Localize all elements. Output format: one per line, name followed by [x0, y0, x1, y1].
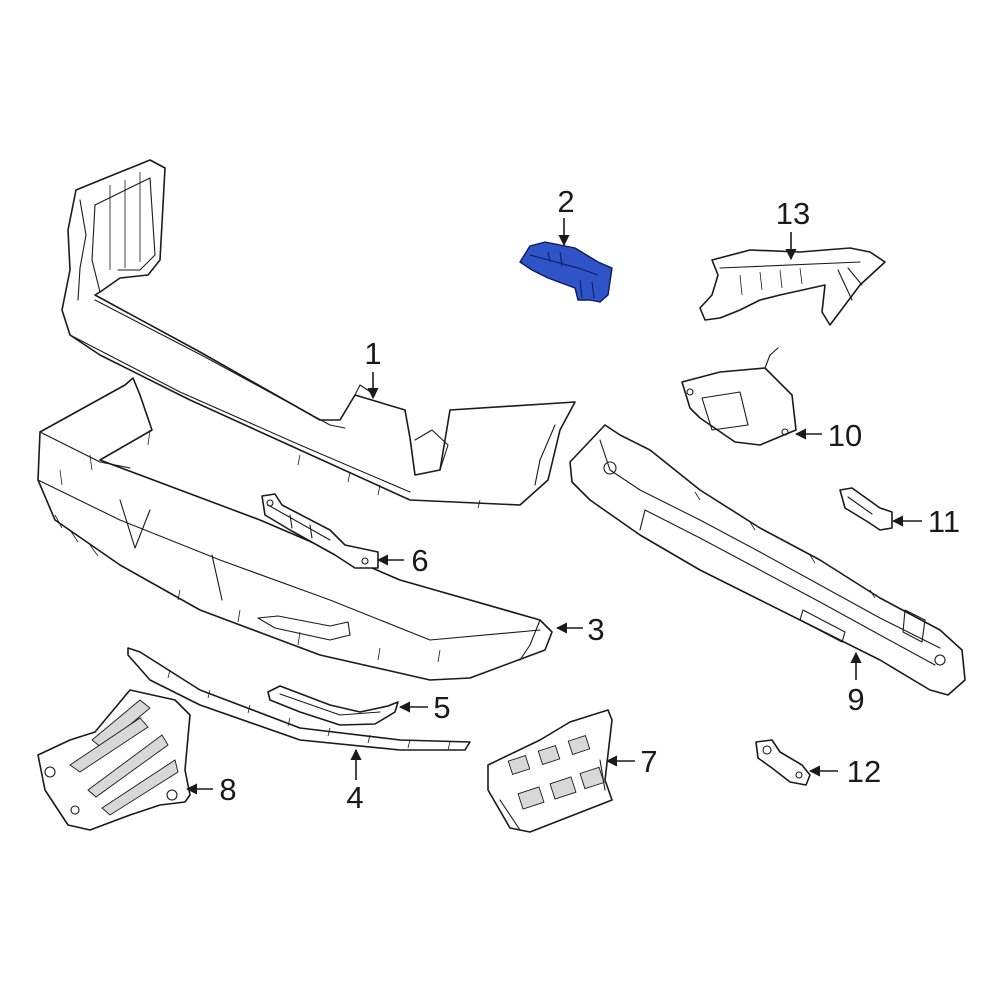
callout-4: 4 [346, 780, 363, 815]
part-4-trim-strip[interactable] [127, 647, 471, 751]
part-13-upper-bracket[interactable] [699, 247, 886, 326]
callout-1: 1 [364, 336, 381, 371]
callout-8: 8 [219, 772, 236, 807]
callout-10: 10 [828, 418, 862, 453]
part-2-highlighted-bracket[interactable] [519, 241, 613, 303]
callout-12: 12 [847, 754, 881, 789]
callout-6: 6 [411, 543, 428, 578]
part-10-absorber[interactable] [681, 347, 797, 446]
part-8-undershield[interactable] [37, 689, 191, 831]
part-9-reinforcement-beam[interactable] [569, 424, 966, 696]
callout-leaders [185, 218, 922, 795]
part-5-reflector-strip[interactable] [267, 685, 399, 726]
callout-3: 3 [587, 612, 604, 647]
part-11-clip[interactable] [839, 487, 893, 531]
callout-9: 9 [847, 682, 864, 717]
callout-13: 13 [776, 196, 810, 231]
part-1-bumper-cover[interactable] [61, 159, 576, 509]
callout-2: 2 [557, 184, 574, 219]
part-3-lower-valance[interactable] [37, 377, 553, 681]
callout-labels: 1 2 3 4 5 6 7 8 9 10 11 12 13 [219, 184, 960, 815]
part-7-undershield[interactable] [487, 709, 613, 833]
callout-7: 7 [640, 744, 657, 779]
callout-5: 5 [433, 690, 450, 725]
callout-11: 11 [928, 504, 960, 539]
part-12-mounting-plate[interactable] [755, 739, 811, 786]
